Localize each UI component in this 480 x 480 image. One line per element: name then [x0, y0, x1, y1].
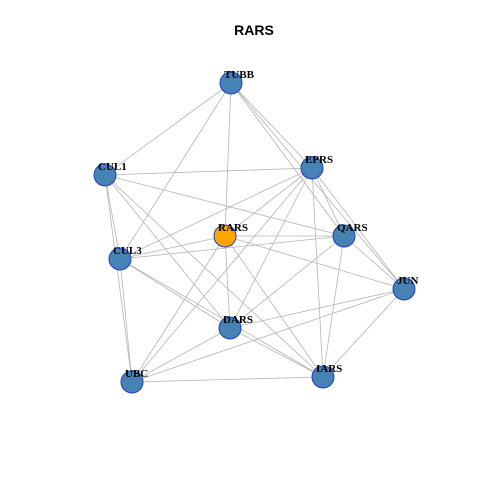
node-circle-jun	[392, 277, 416, 301]
edge-jun-dars	[229, 288, 405, 329]
node-label-dars: DARS	[223, 314, 253, 326]
edge-dars-iars	[229, 327, 324, 378]
edge-rars-jun	[224, 235, 405, 290]
node-cul1: CUL1	[93, 161, 127, 187]
edge-qars-jun	[343, 235, 405, 290]
edge-cul3-dars	[119, 258, 231, 329]
edge-cul3-iars	[119, 258, 324, 378]
node-circle-rars	[213, 224, 237, 248]
node-circle-qars	[332, 224, 356, 248]
edge-eprs-ubc	[131, 167, 313, 383]
edge-eprs-cul3	[119, 167, 313, 260]
edge-cul1-qars	[104, 174, 345, 237]
edge-tubb-eprs	[230, 82, 313, 169]
node-eprs: EPRS	[300, 154, 333, 180]
edge-tubb-cul3	[119, 82, 232, 260]
edge-tubb-rars	[224, 82, 232, 237]
edge-rars-iars	[224, 235, 324, 378]
node-label-jun: JUN	[397, 275, 418, 287]
node-tubb: TUBB	[219, 69, 255, 95]
node-label-qars: QARS	[337, 222, 368, 234]
node-label-cul1: CUL1	[98, 161, 127, 173]
edge-jun-ubc	[131, 288, 405, 383]
node-jun: JUN	[392, 275, 418, 301]
graph-title: RARS	[234, 22, 274, 38]
edge-layer	[104, 82, 405, 383]
node-circle-tubb	[219, 71, 243, 95]
node-ubc: UBC	[120, 368, 148, 394]
edge-rars-dars	[224, 235, 231, 329]
node-circle-iars	[311, 365, 335, 389]
edge-eprs-rars	[224, 167, 313, 237]
node-label-eprs: EPRS	[305, 154, 333, 166]
node-qars: QARS	[332, 222, 368, 248]
node-circle-dars	[218, 316, 242, 340]
edge-cul1-dars	[104, 174, 231, 329]
edge-tubb-cul1	[104, 82, 232, 176]
edge-tubb-jun	[230, 82, 405, 290]
node-cul3: CUL3	[108, 245, 142, 271]
node-circle-ubc	[120, 370, 144, 394]
edge-eprs-qars	[311, 167, 345, 237]
edge-qars-dars	[229, 235, 345, 329]
node-label-cul3: CUL3	[113, 245, 142, 257]
edge-eprs-jun	[311, 167, 405, 290]
edge-cul3-ubc	[119, 258, 133, 383]
edge-cul1-eprs	[104, 167, 313, 176]
node-circle-eprs	[300, 156, 324, 180]
edge-eprs-iars	[311, 167, 324, 378]
edge-ubc-iars	[131, 376, 324, 383]
node-label-rars: RARS	[218, 222, 248, 234]
edge-qars-iars	[322, 235, 345, 378]
edge-tubb-qars	[230, 82, 345, 237]
edge-rars-cul3	[119, 235, 226, 260]
node-label-iars: IARS	[316, 363, 342, 375]
edge-eprs-dars	[229, 167, 313, 329]
node-label-ubc: UBC	[125, 368, 148, 380]
edge-cul1-ubc	[104, 174, 133, 383]
node-label-tubb: TUBB	[224, 69, 255, 81]
edge-qars-cul3	[119, 235, 345, 260]
edge-dars-ubc	[131, 327, 231, 383]
node-dars: DARS	[218, 314, 253, 340]
node-iars: IARS	[311, 363, 342, 389]
node-circle-cul1	[93, 163, 117, 187]
edge-cul1-cul3	[104, 174, 121, 260]
node-circle-cul3	[108, 247, 132, 271]
node-rars: RARS	[213, 222, 248, 248]
edge-jun-iars	[322, 288, 405, 378]
edge-rars-ubc	[131, 235, 226, 383]
edge-cul1-iars	[104, 174, 324, 378]
